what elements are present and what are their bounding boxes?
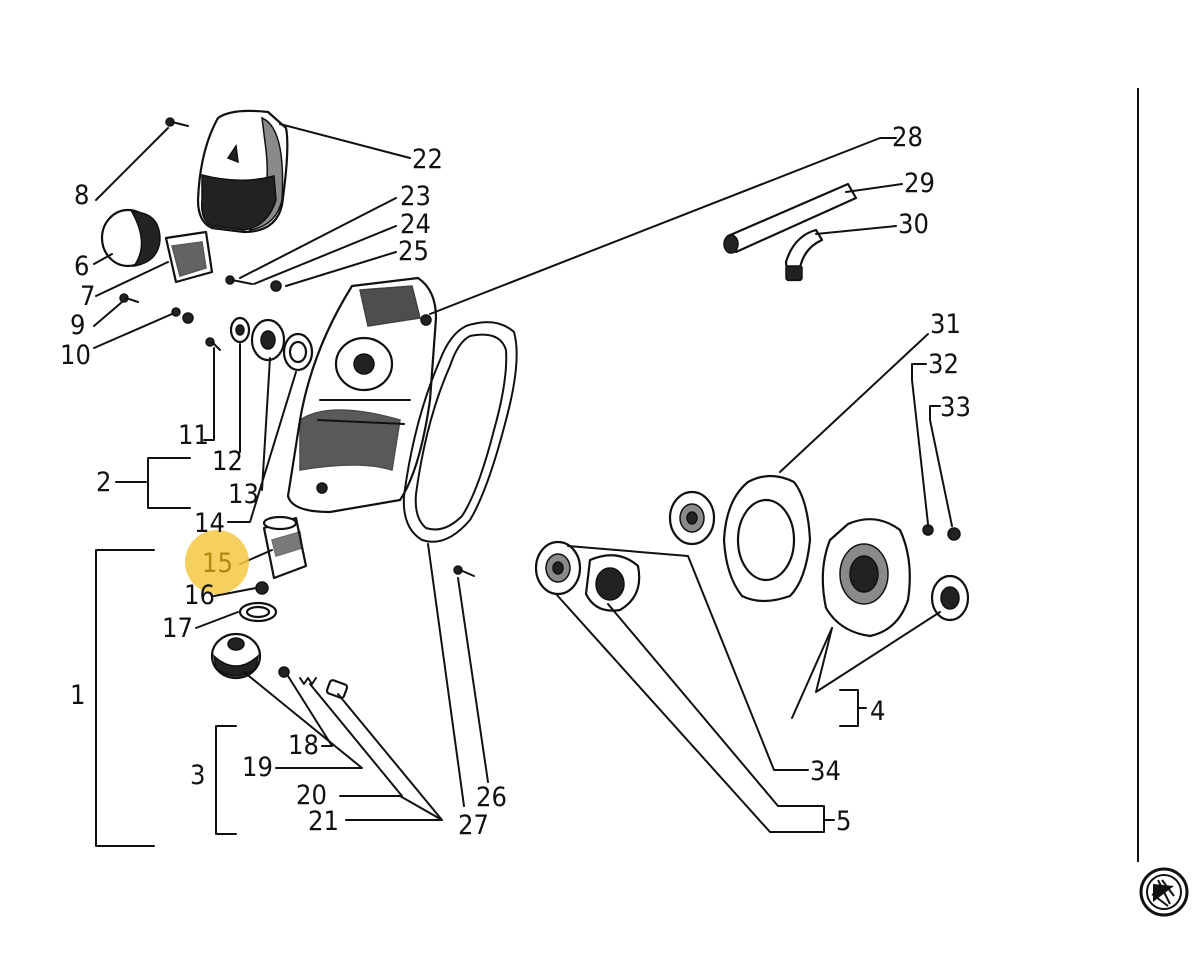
- part-22-cover: [196, 109, 289, 234]
- part-30-elbow: [784, 228, 824, 282]
- label-9: 9: [70, 310, 85, 341]
- part-11-screw: [205, 337, 221, 351]
- part-21-cap: [325, 679, 349, 699]
- part-4-bearing: [930, 574, 970, 622]
- label-19: 19: [242, 752, 273, 783]
- label-20: 20: [296, 780, 327, 811]
- label-21: 21: [308, 806, 339, 837]
- label-11: 11: [178, 420, 209, 451]
- part-29-tube: [723, 182, 858, 254]
- label-34: 34: [810, 756, 841, 787]
- label-8: 8: [74, 180, 89, 211]
- highlight-marker: [185, 530, 249, 594]
- label-4: 4: [870, 696, 885, 727]
- part-31-gasket: [722, 474, 812, 603]
- part-19-plug: [210, 632, 262, 680]
- label-30: 30: [898, 209, 929, 240]
- label-3: 3: [190, 760, 205, 791]
- part-34-gear: [668, 490, 716, 546]
- part-13-bearing: [250, 318, 286, 362]
- label-23: 23: [400, 181, 431, 212]
- part-14-seal: [282, 332, 314, 372]
- label-12: 12: [212, 446, 243, 477]
- label-6: 6: [74, 251, 89, 282]
- part-7-bracket: [164, 230, 214, 284]
- label-24: 24: [400, 209, 431, 240]
- label-5: 5: [836, 806, 851, 837]
- label-25: 25: [398, 236, 429, 267]
- part-27-gasket: [402, 321, 518, 543]
- label-22: 22: [412, 144, 443, 175]
- label-26: 26: [476, 782, 507, 813]
- part-2-housing: [286, 276, 438, 514]
- part-17-washer: [238, 601, 278, 623]
- label-16: 16: [184, 580, 215, 611]
- part-5-gear-right: [584, 554, 641, 612]
- callout-labels: 1 2 3 4 5 6 7 8 9 10 11 12 13 14 15 16 1…: [60, 122, 971, 841]
- part-33-bolt: [947, 527, 961, 541]
- label-1: 1: [70, 680, 85, 711]
- part-6-cap: [100, 208, 161, 268]
- part-5-gear-left: [534, 540, 582, 596]
- navigation-logo-icon[interactable]: [1139, 867, 1189, 917]
- label-29: 29: [904, 168, 935, 199]
- part-25-nut: [270, 280, 282, 292]
- label-2: 2: [96, 467, 111, 498]
- label-10: 10: [60, 340, 91, 371]
- part-26-screw: [453, 565, 475, 577]
- part-8-screw: [165, 117, 189, 127]
- parts-layer: [100, 109, 970, 699]
- part-18-ball: [278, 666, 290, 678]
- label-33: 33: [940, 392, 971, 423]
- label-7: 7: [80, 281, 95, 312]
- part-9-screw: [119, 293, 139, 303]
- label-13: 13: [228, 479, 259, 510]
- part-12-washer: [229, 316, 251, 344]
- label-28: 28: [892, 122, 923, 153]
- label-27: 27: [458, 810, 489, 841]
- label-18: 18: [288, 730, 319, 761]
- part-10-nut: [171, 307, 194, 324]
- label-31: 31: [930, 309, 961, 340]
- leader-lines: [93, 123, 953, 847]
- part-15-sleeve: [262, 515, 308, 580]
- part-23-bolt: [225, 275, 253, 285]
- part-20-spring: [299, 677, 317, 685]
- part-16-nut: [255, 581, 269, 595]
- label-15: 15: [202, 548, 233, 579]
- label-14: 14: [194, 508, 225, 539]
- label-32: 32: [928, 349, 959, 380]
- label-17: 17: [162, 613, 193, 644]
- part-4-cover: [821, 518, 911, 638]
- part-32-nut: [922, 524, 934, 536]
